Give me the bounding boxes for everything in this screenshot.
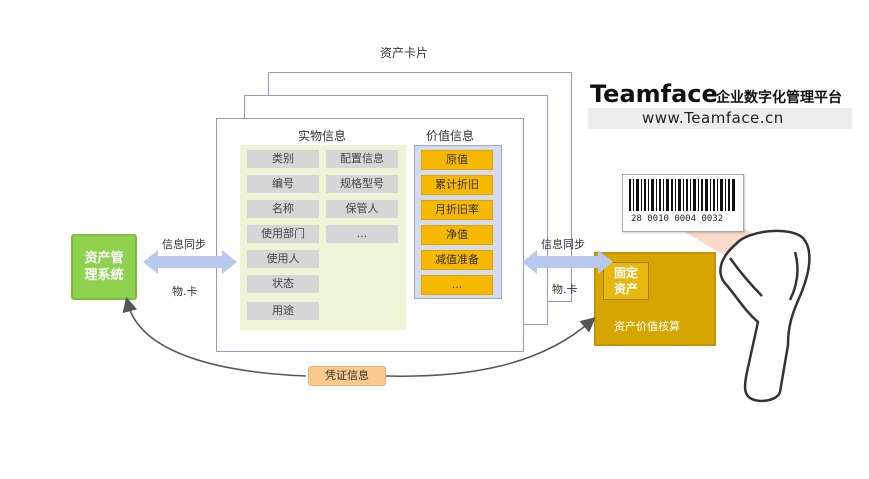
right-sync-label: 信息同步: [541, 238, 585, 251]
value-field: 减值准备: [421, 250, 493, 270]
value-field: ...: [421, 275, 493, 295]
value-field: 月折旧率: [421, 200, 493, 220]
brand-tagline: 企业数字化管理平台: [716, 90, 842, 106]
value-field: 净值: [421, 225, 493, 245]
brand-dot: ·: [706, 86, 712, 105]
brand-url-bar: [588, 108, 852, 129]
physical-field: 用途: [247, 302, 319, 320]
physical-field: 名称: [247, 200, 319, 218]
physical-field: 配置信息: [326, 150, 398, 168]
physical-field: 使用部门: [247, 225, 319, 243]
barcode-scanner-icon: [719, 229, 811, 403]
physical-field: 保管人: [326, 200, 398, 218]
right-card-label: 物.卡: [552, 283, 578, 296]
value-info-title: 价值信息: [425, 129, 474, 143]
physical-field: 状态: [247, 275, 319, 293]
left-sync-label: 信息同步: [162, 238, 206, 251]
physical-field: 类别: [247, 150, 319, 168]
barcode-icon: [629, 179, 735, 211]
fixed-asset-badge: 固定 资产: [603, 262, 649, 300]
physical-field: 使用人: [247, 250, 319, 268]
asset-card-title: 资产卡片: [380, 46, 429, 60]
value-info-panel: [414, 145, 502, 299]
barcode-number: 28 0010 0004 0032: [631, 214, 724, 224]
fixed-asset-line2: 资产: [613, 282, 638, 296]
brand-name: Teamface: [590, 80, 718, 108]
physical-field: ...: [326, 225, 398, 243]
asset-value-accounting-caption: 资产价值核算: [614, 320, 680, 333]
fixed-asset-line1: 固定: [613, 266, 638, 280]
brand-url: www.Teamface.cn: [642, 109, 784, 127]
value-field: 原值: [421, 150, 493, 170]
left-card-label: 物.卡: [172, 285, 198, 298]
asset-management-system-box: 资产管 理系统: [71, 234, 137, 300]
value-field: 累计折旧: [421, 175, 493, 195]
physical-info-title: 实物信息: [297, 129, 346, 143]
physical-field: 规格型号: [326, 175, 398, 193]
asset-system-label-line1: 资产管: [84, 251, 124, 266]
barcode-label: 28 0010 0004 0032: [622, 174, 744, 232]
voucher-info-badge: 凭证信息: [308, 366, 386, 386]
physical-field: 编号: [247, 175, 319, 193]
asset-system-label-line2: 理系统: [84, 268, 124, 283]
